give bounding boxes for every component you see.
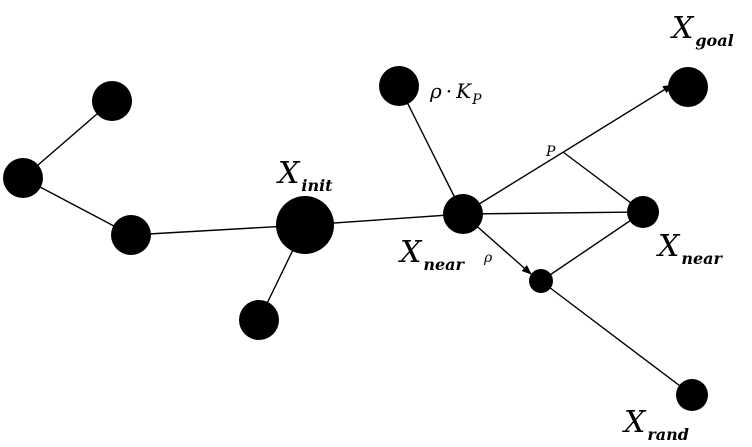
edge-near-to-near-right [462,211,644,215]
edge-p-to-near-right [562,151,644,213]
node-new [529,269,553,293]
nodes [3,66,708,411]
node-goal [668,67,708,107]
label-p: P [545,144,556,160]
edge-near-to-goal-arrow [462,84,673,215]
label-rho: ρ [483,250,493,266]
node-rand [676,379,708,411]
edge-new-to-near-right [540,211,644,282]
node-init [276,196,334,254]
edge-mid-left-to-init [130,224,306,236]
edge-new-to-rand [540,280,693,396]
edges [22,84,693,396]
node-bottom [239,300,279,340]
label-rho-kp: ρ·KP [429,79,482,108]
edge-left-to-mid-left [22,177,132,236]
node-top-left [92,81,132,121]
edge-rho-kp-to-near [398,85,464,215]
node-mid-left [111,215,151,255]
node-rho-kp [379,66,419,106]
node-near-right [627,196,659,228]
node-near-left [443,194,483,234]
node-left [3,158,43,198]
